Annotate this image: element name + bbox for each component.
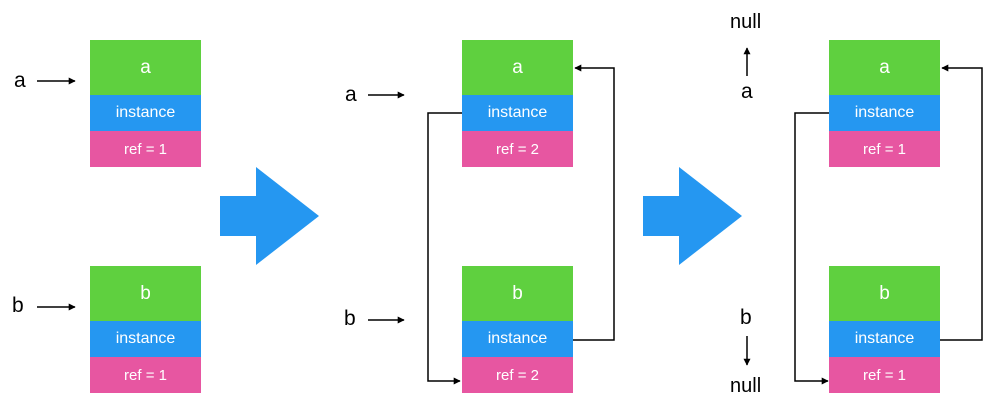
- object-header: b: [462, 266, 573, 321]
- null-label-bottom: null: [730, 375, 762, 397]
- object-header: b: [90, 266, 201, 321]
- variable-b-label: b: [344, 307, 356, 330]
- variable-a-label: a: [741, 80, 753, 103]
- object-a: a instance ref = 1: [829, 40, 940, 167]
- a-instance-to-b-ref-line: [427, 112, 462, 385]
- object-b: b instance ref = 1: [90, 266, 201, 393]
- variable-a-label: a: [14, 69, 26, 92]
- object-header: a: [829, 40, 940, 95]
- variable-b-label: b: [740, 306, 752, 329]
- ref-count-field: ref = 2: [462, 131, 573, 167]
- transition-arrow-1: [220, 167, 319, 265]
- object-header: a: [90, 40, 201, 95]
- object-a: a instance ref = 1: [90, 40, 201, 167]
- object-a: a instance ref = 2: [462, 40, 573, 167]
- object-b: b instance ref = 1: [829, 266, 940, 393]
- instance-field: instance: [90, 95, 201, 131]
- ref-count-field: ref = 1: [90, 357, 201, 393]
- instance-field: instance: [90, 321, 201, 357]
- instance-field: instance: [829, 321, 940, 357]
- instance-field: instance: [829, 95, 940, 131]
- ref-count-field: ref = 1: [829, 357, 940, 393]
- b-instance-to-a-header-line: [573, 64, 615, 341]
- b-instance-to-a-header-line: [940, 64, 983, 341]
- ref-count-field: ref = 1: [90, 131, 201, 167]
- a-instance-to-b-ref-line: [794, 112, 829, 385]
- null-label-top: null: [730, 11, 762, 33]
- object-b: b instance ref = 2: [462, 266, 573, 393]
- instance-field: instance: [462, 321, 573, 357]
- object-header: b: [829, 266, 940, 321]
- object-header: a: [462, 40, 573, 95]
- variable-b-label: b: [12, 294, 24, 317]
- variable-a-label: a: [345, 83, 357, 106]
- transition-arrow-2: [643, 167, 742, 265]
- ref-count-field: ref = 1: [829, 131, 940, 167]
- ref-count-field: ref = 2: [462, 357, 573, 393]
- instance-field: instance: [462, 95, 573, 131]
